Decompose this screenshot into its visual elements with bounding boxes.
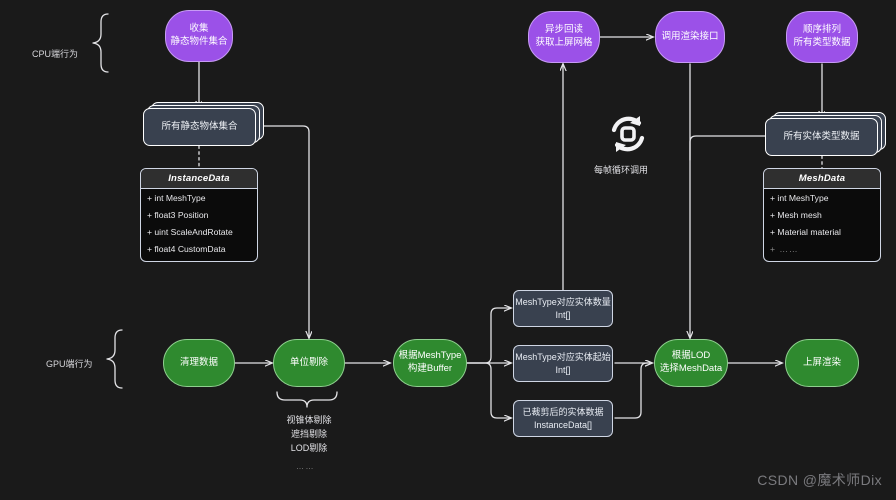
node-culled-buffer-line1: 已裁剪后的实体数据 (522, 407, 604, 418)
node-unit-cull-label: 单位剔除 (289, 356, 328, 368)
cull-note-line: LOD剔除 (290, 442, 328, 453)
node-start-buffer-line2: Int[] (555, 364, 571, 375)
node-select-meshdata-line1: 根据LOD (671, 350, 711, 362)
edge-static-to-unitcull (255, 125, 309, 338)
node-select-meshdata[interactable]: 根据LOD 选择MeshData (654, 339, 728, 387)
uml-mesh-data-title: MeshData (764, 169, 880, 189)
uml-mesh-data-row: + Mesh mesh (770, 210, 822, 220)
watermark: CSDN @魔术师Dix (757, 472, 882, 488)
node-clear-data-label: 清理数据 (179, 356, 218, 368)
cull-note-line: 遮挡剔除 (290, 428, 327, 439)
brace-cpu (92, 13, 109, 73)
node-build-buffer-line2: 构建Buffer (407, 363, 453, 374)
node-all-static-objects[interactable]: 所有静态物体集合 (143, 108, 256, 146)
node-select-meshdata-line2: 选择MeshData (659, 363, 723, 374)
uml-mesh-data-row: + …… (770, 244, 799, 254)
uml-mesh-data-row: + int MeshType (770, 193, 829, 203)
node-start-buffer[interactable]: MeshType对应实体起始 Int[] (513, 345, 613, 382)
node-unit-cull[interactable]: 单位剔除 (273, 339, 345, 387)
node-count-buffer[interactable]: MeshType对应实体数量 Int[] (513, 290, 613, 327)
node-sort-types-line1: 顺序排列 (802, 24, 841, 36)
node-sort-types-line2: 所有类型数据 (793, 37, 851, 48)
uml-mesh-data: MeshData + int MeshType + Mesh mesh + Ma… (763, 168, 881, 262)
uml-instance-data-title: InstanceData (141, 169, 257, 189)
node-culled-buffer[interactable]: 已裁剪后的实体数据 InstanceData[] (513, 400, 613, 437)
node-async-readback-line1: 异步回读 (544, 24, 583, 36)
stack-all-static-objects[interactable]: 所有静态物体集合 (143, 102, 264, 146)
edge-buffer-to-count (466, 308, 511, 364)
node-sort-types[interactable]: 顺序排列 所有类型数据 (786, 11, 858, 63)
node-async-readback-line2: 获取上屏网格 (535, 37, 593, 48)
node-present[interactable]: 上屏渲染 (785, 339, 859, 387)
section-label-gpu: GPU端行为 (46, 359, 93, 369)
brace-cull (276, 391, 338, 408)
uml-mesh-data-row: + Material material (770, 227, 841, 237)
node-collect-line2: 静态物件集合 (170, 36, 228, 47)
loop-label: 每帧循环调用 (594, 165, 649, 175)
cull-note: 视锥体剔除 遮挡剔除 LOD剔除 (271, 414, 347, 456)
edge-culled-to-selectlod (614, 363, 652, 419)
node-build-buffer[interactable]: 根据MeshType 构建Buffer (393, 339, 467, 387)
edge-buffer-to-culled (466, 362, 511, 418)
section-label-cpu: CPU端行为 (32, 49, 79, 59)
node-count-buffer-line1: MeshType对应实体数量 (515, 297, 611, 308)
uml-instance-data: InstanceData + int MeshType + float3 Pos… (140, 168, 258, 262)
stack-all-entity-types[interactable]: 所有实体类型数据 (765, 112, 886, 156)
brace-gpu (106, 329, 123, 389)
node-all-entity-types-label: 所有实体类型数据 (783, 130, 860, 142)
uml-instance-data-row: + float3 Position (147, 210, 209, 220)
node-all-entity-types[interactable]: 所有实体类型数据 (765, 118, 878, 156)
node-start-buffer-line1: MeshType对应实体起始 (515, 352, 611, 363)
node-call-render-api[interactable]: 调用渲染接口 (655, 11, 725, 63)
cull-note-line: 视锥体剔除 (286, 415, 332, 425)
refresh-loop-icon (604, 110, 652, 158)
node-collect-line1: 收集 (189, 23, 209, 35)
edge-entitytypes-to-selectlod (689, 135, 766, 161)
node-async-readback[interactable]: 异步回读 获取上屏网格 (528, 11, 600, 63)
node-all-static-objects-label: 所有静态物体集合 (161, 120, 238, 132)
cull-note-ellipsis: …… (296, 462, 315, 471)
node-clear-data[interactable]: 清理数据 (163, 339, 235, 387)
uml-instance-data-row: + float4 CustomData (147, 244, 226, 254)
node-count-buffer-line2: Int[] (555, 309, 571, 320)
node-call-render-api-line1: 调用渲染接口 (661, 30, 719, 42)
node-culled-buffer-line2: InstanceData[] (533, 419, 593, 430)
uml-instance-data-row: + int MeshType (147, 193, 206, 203)
node-collect[interactable]: 收集 静态物件集合 (165, 10, 233, 62)
node-build-buffer-line1: 根据MeshType (398, 350, 462, 362)
node-present-label: 上屏渲染 (802, 356, 841, 368)
uml-instance-data-row: + uint ScaleAndRotate (147, 227, 233, 237)
